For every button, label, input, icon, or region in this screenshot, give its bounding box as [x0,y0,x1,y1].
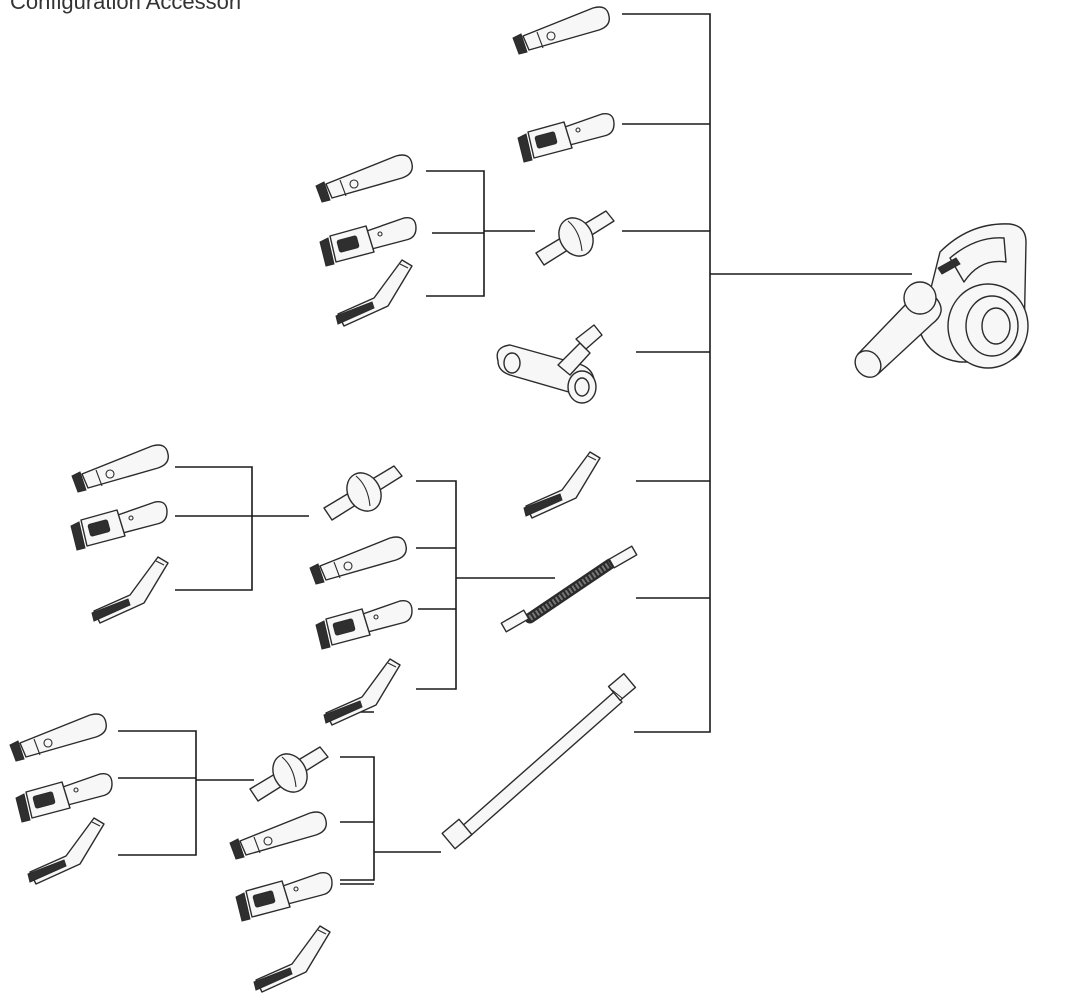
dusting-tool-icon [319,217,417,267]
dusting-tool-icon [315,600,413,650]
dusting-tool-icon [70,501,168,551]
crevice-tool-icon [9,713,107,762]
handheld-vacuum-icon [849,223,1029,384]
group-c-bracket [175,466,253,591]
dusting-tool-icon [235,872,333,922]
floor-head-icon [496,324,603,404]
adapter-coupler-icon [249,746,329,802]
angled-brush-icon [253,925,331,993]
crevice-tool-icon [512,6,610,55]
angled-brush-icon [335,259,413,327]
flexible-hose-icon [501,546,637,632]
angled-brush-icon [91,556,169,624]
group-d-bracket [340,756,375,881]
adapter-coupler-icon [323,465,403,521]
crevice-tool-icon [309,536,407,585]
adapter-coupler-icon [535,210,615,266]
angled-brush-icon [27,817,105,885]
connector-lines [118,13,912,885]
extension-tube-icon [441,672,637,850]
crevice-tool-icon [315,154,413,203]
group-e-bracket [118,730,197,856]
angled-brush-icon [323,658,401,726]
crevice-tool-icon [229,811,327,860]
dusting-tool-icon [15,773,113,823]
diagram-heading: Configuration Accessori [10,0,242,14]
dusting-tool-icon [517,113,615,163]
main-spine [622,13,711,733]
angled-brush-icon [523,451,601,519]
group-b-bracket [416,480,457,690]
crevice-tool-icon [71,444,169,493]
